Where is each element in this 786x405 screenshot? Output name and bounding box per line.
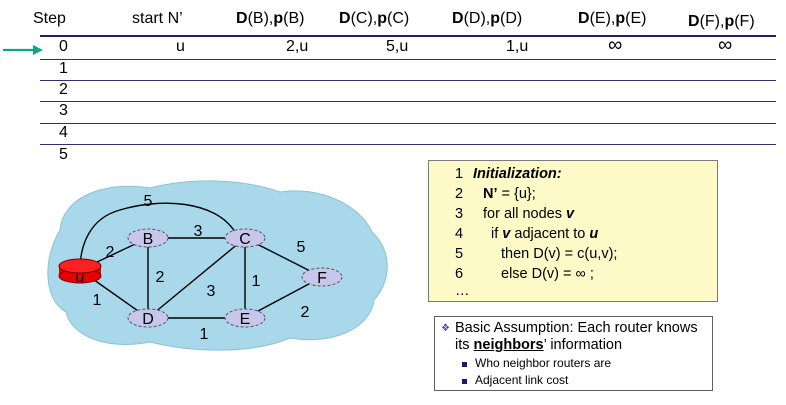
cost-c-e: 1 [252,273,261,290]
header-step: Step [33,10,66,27]
diamond-bullet-icon: ❖ [441,323,450,334]
node-label-e: E [240,311,251,328]
cost-d-c: 3 [207,283,216,300]
square-bullet-icon [462,362,467,367]
cost-b-c: 3 [194,223,203,240]
cost-b-d: 2 [156,269,165,286]
edge-d-c [147,237,246,319]
row0-value-d: 1,u [506,38,529,55]
node-label-c: C [239,231,251,248]
assumption-line1: Basic Assumption: Each router knows [455,320,698,336]
cost-c-f: 5 [297,239,306,256]
assumption-bullet-1: Who neighbor routers are [475,356,612,370]
row-rule [40,123,776,124]
algo-line-number: 3 [455,206,464,222]
cost-u-c: 5 [144,193,153,210]
algo-line-number: 2 [455,186,464,202]
current-step-arrow-icon [3,45,43,55]
row0-value-f: ∞ [718,34,733,56]
node-label-f: F [317,270,327,287]
network-diagram: u B C D E F 5 2 3 5 2 1 3 1 1 2 [47,180,388,351]
algo-line-2: N’ = {u}; [483,186,536,202]
node-label-b: B [143,231,154,248]
router-d-icon [127,308,169,328]
algo-ellipsis: … [455,283,470,299]
algo-line-number: 4 [455,226,464,242]
router-f-icon [301,267,343,287]
header-col-e: D(E),p(E) [578,10,647,27]
node-label-u: u [76,269,85,286]
router-u-icon [58,258,102,284]
header-col-f: D(F),p(F) [688,13,755,30]
header-rule [40,35,776,37]
edge-u-c [79,202,236,271]
algo-line-4: if v adjacent to u [491,226,599,242]
cost-u-b: 2 [106,244,115,261]
algo-line-number: 1 [455,166,464,182]
row-rule [40,80,776,81]
algo-line-6: else D(v) = ∞ ; [501,266,594,282]
algo-line-number: 6 [455,266,464,282]
header-start: start N’ [132,10,183,27]
algo-line-5: then D(v) = c(u,v); [501,246,618,262]
step-number: 5 [59,146,68,163]
square-bullet-icon [462,379,467,384]
algo-line-1: Initialization: [473,166,562,182]
row-rule [40,101,776,102]
step-number: 2 [59,81,68,98]
cost-d-e: 1 [200,326,209,343]
step-number: 3 [59,102,68,119]
step-number: 0 [59,38,68,55]
node-label-d: D [142,311,154,328]
algo-line-3: for all nodes v [483,206,575,222]
row0-value-b: 2,u [286,38,309,55]
cost-e-f: 2 [301,304,310,321]
algo-line-number: 5 [455,246,464,262]
header-col-b: D(B),p(B) [236,10,305,27]
row-rule [40,59,776,60]
header-col-c: D(C),p(C) [339,10,410,27]
cost-u-d: 1 [93,292,102,309]
row-rule [40,144,776,145]
assumption-bullet-2: Adjacent link cost [475,373,569,387]
row0-value-e: ∞ [608,34,623,56]
step-number: 4 [59,124,68,141]
assumption-box: ❖ Basic Assumption: Each router knows it… [434,316,713,391]
assumption-text: Basic Assumption: Each router knows its … [455,320,698,353]
row0-start: u [176,38,185,55]
algorithm-box: 1 Initialization: 2 N’ = {u}; 3 for all … [428,160,718,302]
router-c-icon [224,228,266,248]
row0-value-c: 5,u [386,38,409,55]
router-b-icon [127,228,169,248]
header-col-d: D(D),p(D) [452,10,523,27]
neighbors-word: neighbors [473,337,544,353]
router-e-icon [224,308,266,328]
step-number: 1 [59,60,68,77]
